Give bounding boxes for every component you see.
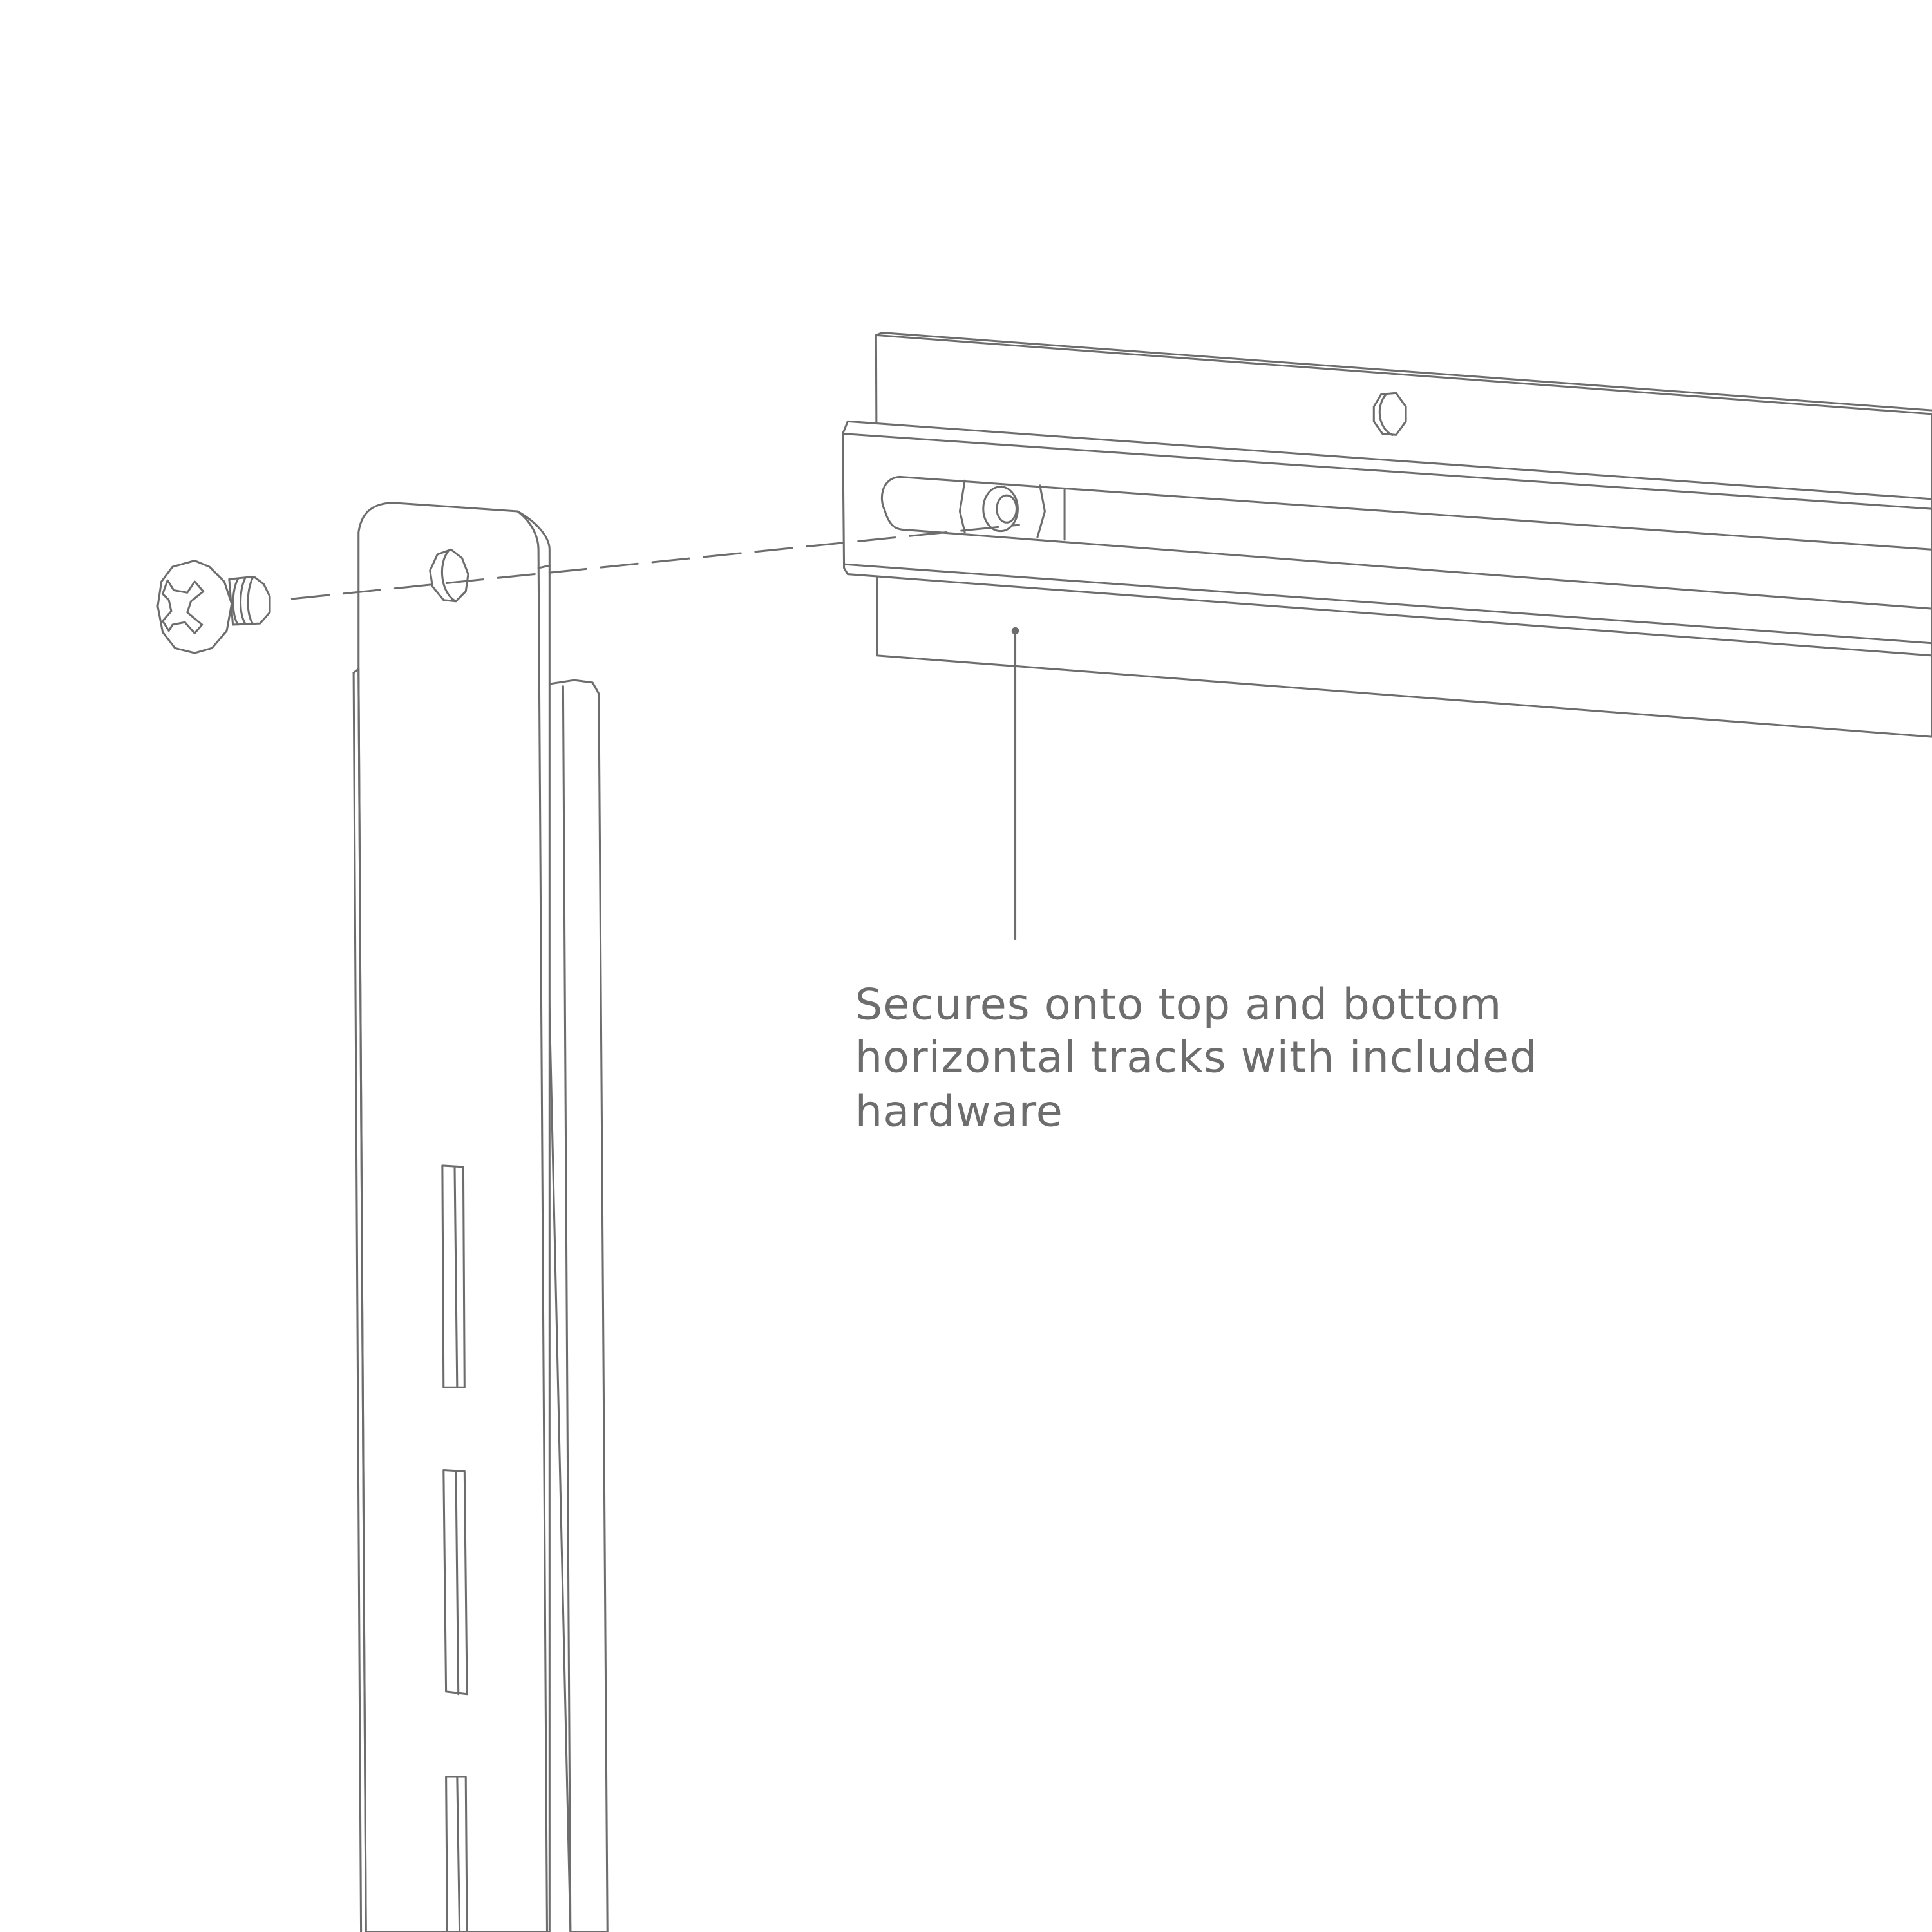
vertical-upright-bracket [352,502,609,1932]
screw-icon [156,560,271,654]
screw-alignment-dashed-line [290,524,1020,600]
caption-line-2: horizontal tracks with included [855,1032,1538,1083]
caption-line-1: Secures onto top and bottom [855,979,1502,1029]
horizontal-track [842,332,1932,738]
caption-line-3: hardware [855,1086,1063,1137]
